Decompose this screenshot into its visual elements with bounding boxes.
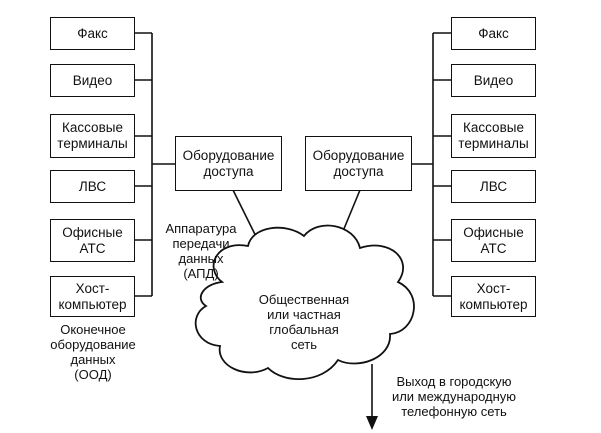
left-device-lan: ЛВС	[50, 170, 135, 203]
dce-label: Аппаратура передачи данных (АПД)	[165, 221, 237, 281]
right-device-lan: ЛВС	[451, 170, 536, 203]
left-device-office-pbx: Офисные АТС	[50, 219, 135, 262]
exit-arrow-head	[366, 416, 378, 430]
right-device-office-pbx: Офисные АТС	[451, 219, 536, 262]
network-cloud	[194, 224, 415, 380]
network-label: Общественная или частная глобальная сеть	[258, 292, 350, 352]
right-access-equipment: Оборудование доступа	[305, 136, 412, 191]
right-device-video: Видео	[451, 64, 536, 97]
right-device-fax: Факс	[451, 17, 536, 50]
right-device-host-computer: Хост- компьютер	[451, 276, 536, 317]
left-device-fax: Факс	[50, 17, 135, 50]
left-device-cash-terminals: Кассовые терминалы	[50, 114, 135, 158]
dte-label: Оконечное оборудование данных (ООД)	[50, 322, 136, 382]
exit-label: Выход в городскую или международную теле…	[391, 374, 517, 419]
right-device-cash-terminals: Кассовые терминалы	[451, 114, 536, 158]
left-access-equipment: Оборудование доступа	[175, 136, 282, 191]
left-device-video: Видео	[50, 64, 135, 97]
left-device-host-computer: Хост- компьютер	[50, 276, 135, 317]
